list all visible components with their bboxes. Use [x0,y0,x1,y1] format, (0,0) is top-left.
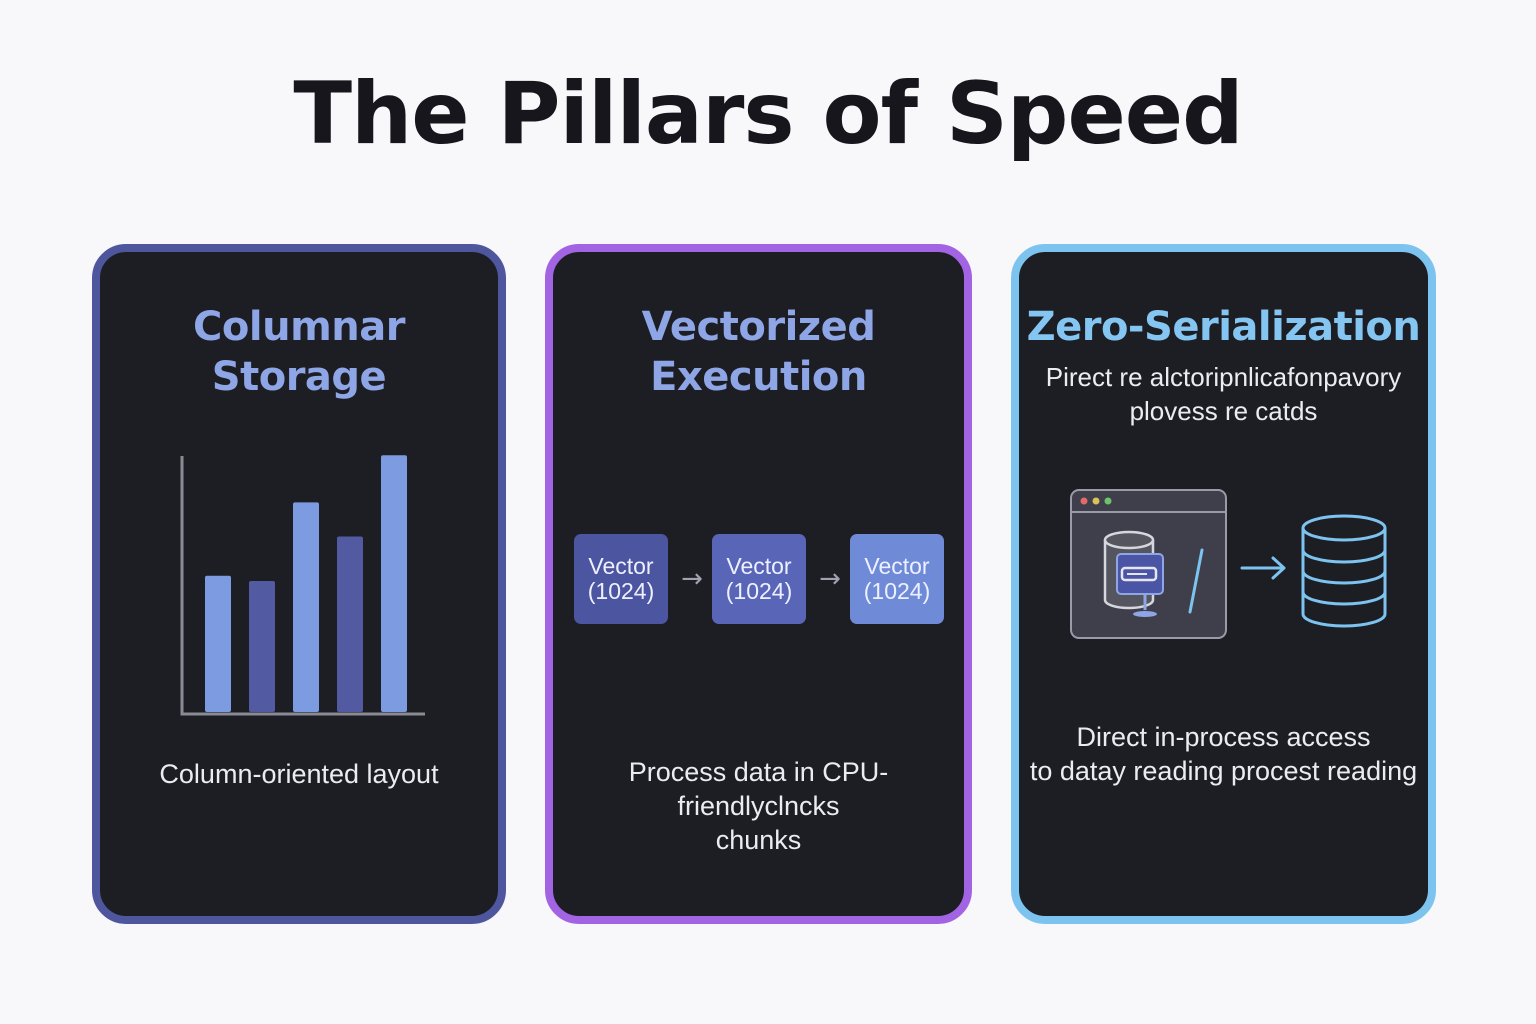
vector-block: Vector(1024) [850,534,944,624]
card-subtitle-line1: Pirect re alctoripnlicafonpavory [1045,362,1402,392]
vector-block: Vector(1024) [712,534,806,624]
card-vectorized-execution: Vectorized Execution Vector(1024) → Vect… [545,244,972,924]
card-description: Column-oriented layout [159,759,439,789]
card-description-line2: to datay reading procest reading [1029,756,1418,786]
zero-serialization-illustration [1070,489,1387,639]
page-title: The Pillars of Speed [293,64,1243,164]
card-zero-serialization: Zero-Serialization Pirect re alctoripnli… [1011,244,1436,924]
chart-bar [249,581,275,712]
card-title-line1: Vectorized [641,304,876,350]
card-title: Zero-Serialization [1026,304,1421,350]
vector-block: Vector(1024) [574,534,668,624]
database-stack-icon [1301,514,1387,628]
arrow-right-icon: → [819,564,841,594]
arrow-right-icon: → [681,564,703,594]
vector-label: Vector [726,553,792,579]
vector-size: (1024) [587,578,655,604]
chart-axis [180,456,425,716]
card-title: Columnar Storage [100,302,498,402]
chart-bar [205,575,231,712]
card-description: Process data in CPU-friendlyclncks chunk… [553,755,964,857]
chart-bar [337,536,363,712]
arrow-right-icon [1240,556,1286,580]
chart-bar [381,455,407,712]
vector-size: (1024) [725,578,793,604]
bar-chart-icon [180,455,425,716]
slash-icon [1188,548,1204,614]
vector-size: (1024) [863,578,931,604]
card-title-line1: Columnar [193,304,405,350]
card-columnar-storage: Columnar Storage Column-oriented layout [92,244,506,924]
card-title-line2: Storage [211,354,387,400]
monitor-icon [1116,553,1164,617]
card-title-line2: Execution [650,354,867,400]
card-description: Direct in-process access to datay readin… [1019,720,1428,788]
card-subtitle-line2: plovess re catds [1129,396,1318,426]
card-description-line2: chunks [715,825,802,855]
vector-label: Vector [588,553,654,579]
vector-label: Vector [864,553,930,579]
card-title: Vectorized Execution [553,302,964,402]
chart-bar [293,502,319,712]
card-subtitle: Pirect re alctoripnlicafonpavory plovess… [1019,360,1428,428]
card-description-line1: Process data in CPU-friendlyclncks [628,757,889,821]
card-description-line1: Direct in-process access [1076,722,1371,752]
